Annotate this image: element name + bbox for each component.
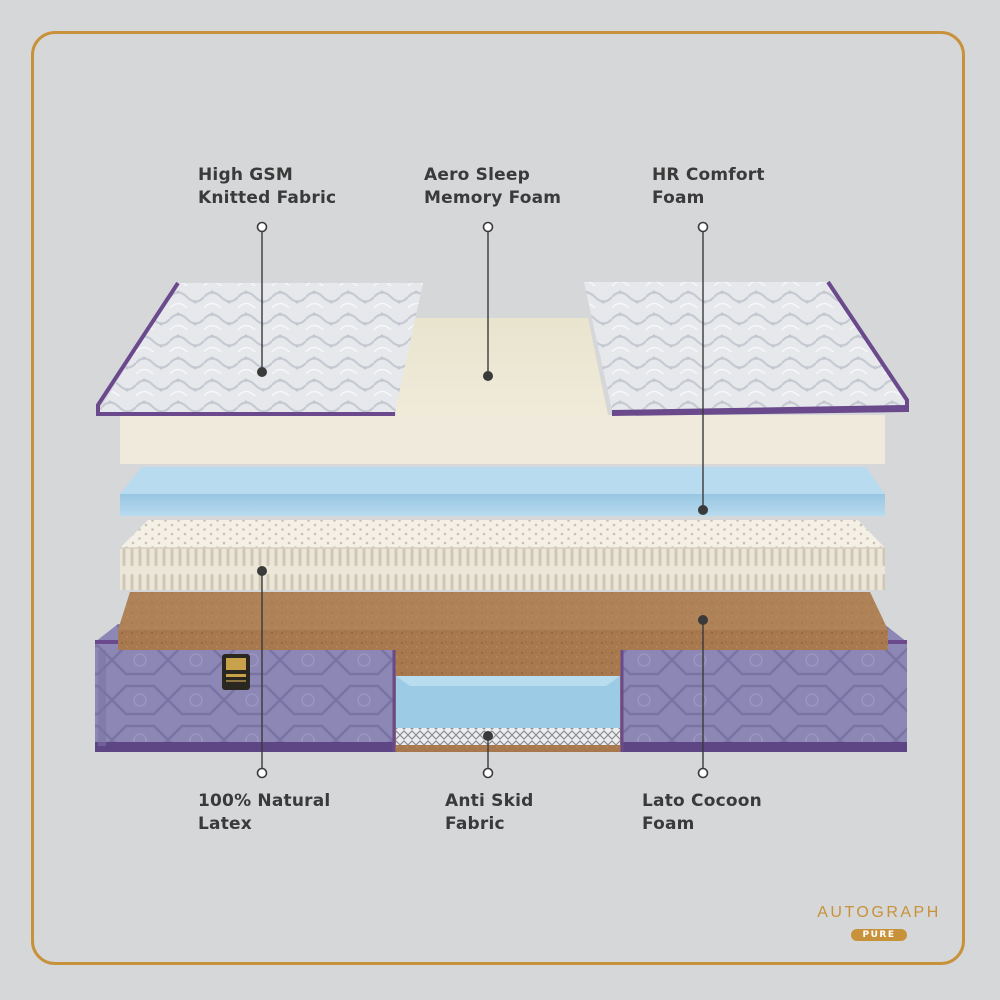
- label-latex-line1: 100% Natural: [198, 791, 331, 811]
- marker-bottom-cocoon-foam: [697, 767, 709, 779]
- label-latex: 100% Natural Latex: [198, 790, 330, 836]
- outer-frame: [31, 31, 965, 965]
- label-knitted-fabric: High GSM Knitted Fabric: [198, 164, 336, 210]
- label-hr-foam: HR Comfort Foam: [652, 164, 765, 210]
- label-memory-foam-line1: Aero Sleep: [424, 165, 530, 185]
- label-cocoon-foam-line2: Foam: [642, 814, 695, 834]
- label-cocoon-foam-line1: Lato Cocoon: [642, 791, 762, 811]
- label-cocoon-foam: Lato Cocoon Foam: [642, 790, 762, 836]
- cocoon-foam-layer: [118, 592, 888, 650]
- brand-logo: AUTOGRAPH PURE: [814, 904, 944, 941]
- fabric-panel-left: [96, 281, 423, 416]
- brand-tag-icon: [222, 654, 250, 690]
- label-hr-foam-line1: HR Comfort: [652, 165, 765, 185]
- label-memory-foam-line2: Memory Foam: [424, 188, 562, 208]
- label-knitted-fabric-line2: Knitted Fabric: [198, 188, 337, 208]
- label-memory-foam: Aero Sleep Memory Foam: [424, 164, 561, 210]
- marker-bottom-anti-skid: [482, 767, 494, 779]
- fabric-panel-right: [584, 280, 909, 416]
- dot-cocoon-foam: [698, 615, 708, 625]
- dot-anti-skid: [483, 731, 493, 741]
- label-latex-line2: Latex: [198, 814, 252, 834]
- brand-sub-badge: PURE: [850, 929, 908, 941]
- marker-bottom-latex: [256, 767, 268, 779]
- memory-foam-layer: [120, 318, 885, 464]
- dot-hr-foam: [698, 505, 708, 515]
- label-anti-skid-line2: Fabric: [445, 814, 505, 834]
- label-knitted-fabric-line1: High GSM: [198, 165, 293, 185]
- dot-latex: [257, 566, 267, 576]
- label-anti-skid: Anti Skid Fabric: [445, 790, 533, 836]
- hr-foam-layer: [120, 467, 885, 516]
- brand-name: AUTOGRAPH: [817, 904, 941, 921]
- marker-top-memory-foam: [482, 221, 494, 233]
- latex-layer: [120, 520, 885, 590]
- label-anti-skid-line1: Anti Skid: [445, 791, 534, 811]
- base-cutout: [392, 650, 624, 752]
- dot-knitted-fabric: [257, 367, 267, 377]
- marker-top-hr-foam: [697, 221, 709, 233]
- label-hr-foam-line2: Foam: [652, 188, 705, 208]
- dot-memory-foam: [483, 371, 493, 381]
- marker-top-knitted-fabric: [256, 221, 268, 233]
